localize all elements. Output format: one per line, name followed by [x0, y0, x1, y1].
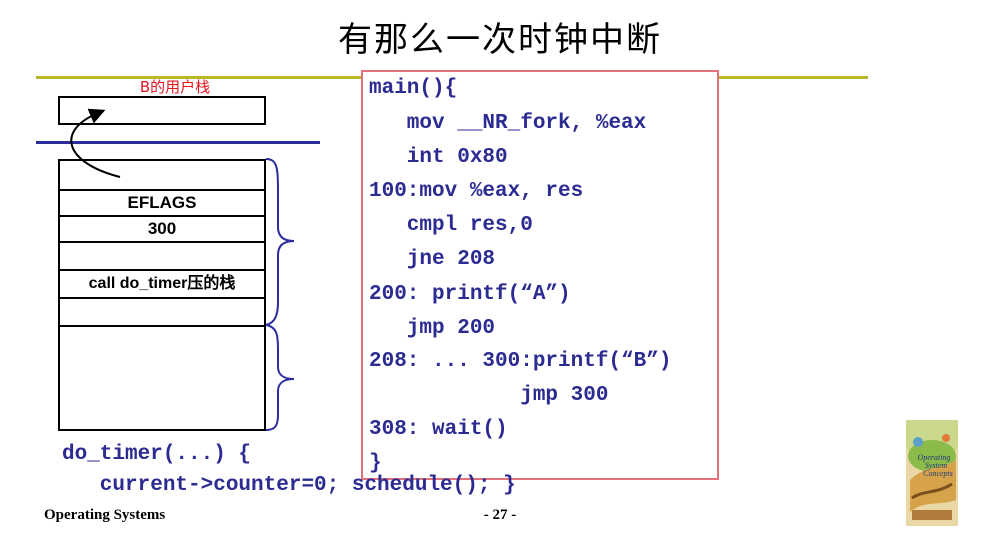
code-line: 100:mov %eax, res — [369, 180, 584, 203]
code-line: 308: wait() — [369, 418, 508, 441]
svg-text:Operating: Operating — [918, 453, 951, 462]
book-cover-icon: Operating System Concepts — [906, 420, 958, 526]
return-arrow-icon — [70, 108, 121, 178]
kernel-stack-row — [60, 243, 264, 271]
footer-course: Operating Systems — [44, 507, 166, 523]
code-line: main(){ — [369, 77, 458, 100]
code-line: jmp 200 — [369, 317, 496, 340]
kernel-stack-row — [60, 299, 264, 327]
slide-title: 有那么一次时钟中断 — [338, 20, 662, 60]
user-stack-box — [58, 96, 266, 125]
kernel-stack-row — [60, 161, 264, 191]
stack-brace-icon — [265, 158, 295, 431]
svg-text:Concepts: Concepts — [923, 469, 953, 478]
code-line: 208: ... 300:printf(“B”) — [369, 350, 672, 373]
do-timer-line-1: do_timer(...) { — [62, 443, 252, 466]
code-line: int 0x80 — [369, 146, 508, 169]
kernel-stack-row: call do_timer压的栈 — [60, 271, 264, 299]
code-line: cmpl res,0 — [369, 214, 533, 237]
stack-divider-line — [36, 141, 320, 144]
kernel-stack: EFLAGS 300 call do_timer压的栈 — [58, 159, 266, 431]
code-line: } — [369, 452, 382, 475]
svg-text:System: System — [925, 461, 947, 470]
page-number: - 27 - — [483, 507, 517, 523]
code-line: mov __NR_fork, %eax — [369, 112, 647, 135]
do-timer-line-2: current->counter=0; schedule(); } — [62, 474, 516, 497]
code-line: jne 208 — [369, 248, 496, 271]
code-line: 200: printf(“A”) — [369, 283, 571, 306]
kernel-stack-row: EFLAGS — [60, 191, 264, 217]
code-listing: main(){ mov __NR_fork, %eax int 0x80 100… — [361, 70, 719, 480]
code-line: jmp 300 — [369, 384, 609, 407]
kernel-stack-row: 300 — [60, 217, 264, 243]
user-stack-label: B的用户栈 — [139, 78, 211, 96]
